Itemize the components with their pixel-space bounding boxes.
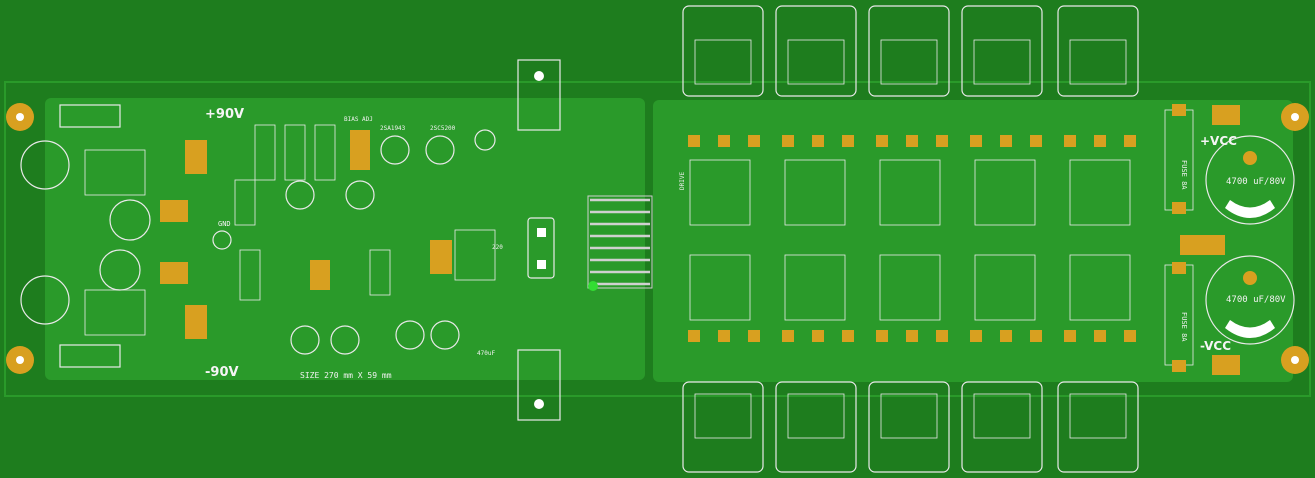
gnd-label: GND: [218, 220, 231, 228]
minus-vcc-label: -VCC: [1200, 339, 1231, 353]
fuse-lower-label: FUSE 8A: [1180, 312, 1188, 342]
res-220-label: 220: [492, 244, 503, 251]
copper-pour-right: [653, 100, 1293, 382]
transistor-label-1: 2SA1943: [380, 125, 406, 132]
bias-transistors: [517, 59, 561, 421]
output-transistors-top: [682, 5, 1139, 97]
minus-90v-label: -90V: [205, 365, 239, 380]
cap-470uf-label: 470uF: [477, 350, 495, 357]
fuses: [1164, 104, 1194, 372]
drive-label: DRIVE: [679, 172, 686, 190]
input-stage: [20, 104, 232, 368]
cap-lower-label: 4700 uF/80V: [1226, 295, 1286, 305]
filter-capacitors: [1180, 105, 1295, 375]
plus-vcc-label: +VCC: [1200, 134, 1237, 148]
transistor-label-2: 2SC5200: [430, 125, 456, 132]
fuse-upper-label: FUSE 8A: [1180, 160, 1188, 190]
cap-upper-label: 4700 uF/80V: [1226, 177, 1286, 187]
board-outline: [4, 81, 1311, 397]
plus-90v-label: +90V: [205, 107, 244, 122]
mounting-holes: [6, 103, 1309, 374]
board-size-label: SIZE 270 mm X 59 mm: [300, 371, 392, 380]
emitter-resistors: [689, 159, 1131, 321]
output-transistors-bottom: [682, 381, 1139, 473]
bias-adj-label: BIAS ADJ: [344, 116, 373, 123]
output-inductor-icon: [587, 195, 653, 291]
driver-stage: [234, 124, 496, 355]
output-pads: [688, 135, 1136, 342]
